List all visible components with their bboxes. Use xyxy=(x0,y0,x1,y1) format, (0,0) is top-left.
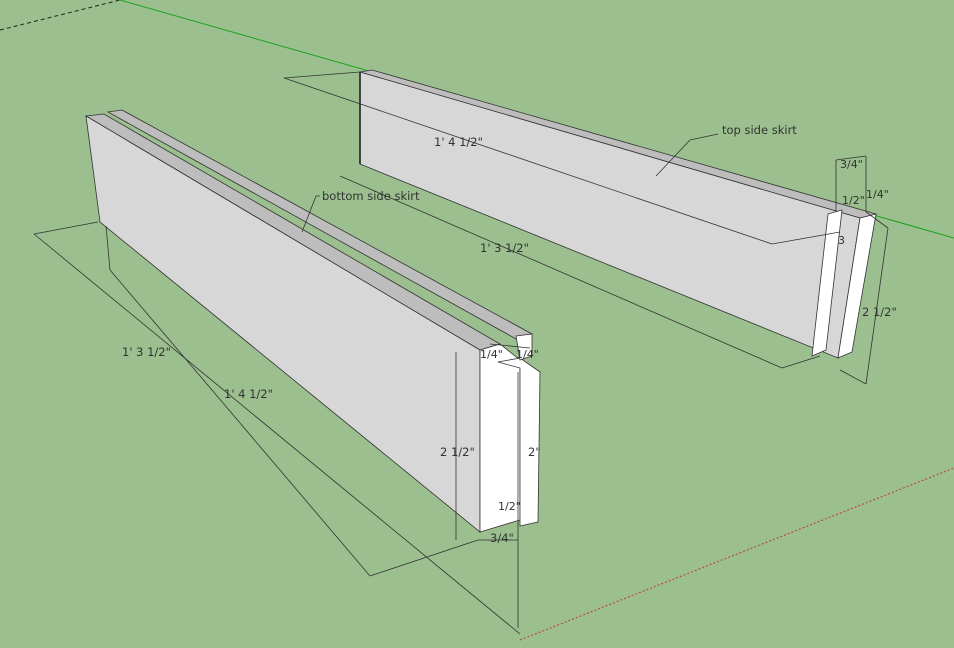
top-skirt-labels: top side skirt 1' 4 1/2" 1' 3 1/2" 3/4" … xyxy=(434,123,897,319)
bottom-skirt-quarter-a: 1/4" xyxy=(480,348,503,361)
bottom-skirt-quarter-b: 1/4" xyxy=(516,348,539,361)
bottom-skirt-half: 1/2" xyxy=(498,500,521,513)
top-skirt-quarter: 1/4" xyxy=(866,188,889,201)
bottom-skirt-labels: bottom side skirt 1' 3 1/2" 1' 4 1/2" 2 … xyxy=(122,189,541,545)
bottom-skirt-width: 3/4" xyxy=(490,531,514,545)
bottom-skirt-height: 2 1/2" xyxy=(440,445,475,459)
bottom-skirt-length-outer: 1' 3 1/2" xyxy=(122,345,171,359)
bottom-skirt-name-label: bottom side skirt xyxy=(322,189,420,203)
top-skirt-length-bottom: 1' 3 1/2" xyxy=(480,241,529,255)
top-skirt-tongue: 1/2" xyxy=(842,194,865,207)
top-skirt-width: 3/4" xyxy=(840,158,863,171)
top-skirt-name-label: top side skirt xyxy=(722,123,797,137)
dimension-lines xyxy=(33,71,889,635)
top-skirt-three: 3 xyxy=(838,234,845,247)
black-axis-dashed xyxy=(0,0,121,31)
bottom-skirt-length-inner: 1' 4 1/2" xyxy=(224,387,273,401)
top-skirt-height: 2 1/2" xyxy=(862,305,897,319)
bottom-side-skirt-model[interactable] xyxy=(84,109,541,533)
top-skirt-tongue[interactable] xyxy=(811,209,843,357)
red-axis-dotted xyxy=(519,467,954,641)
top-skirt-length-top: 1' 4 1/2" xyxy=(434,135,483,149)
bottom-skirt-tongue-height: 2" xyxy=(528,445,541,459)
top-side-skirt-model[interactable] xyxy=(359,69,878,359)
